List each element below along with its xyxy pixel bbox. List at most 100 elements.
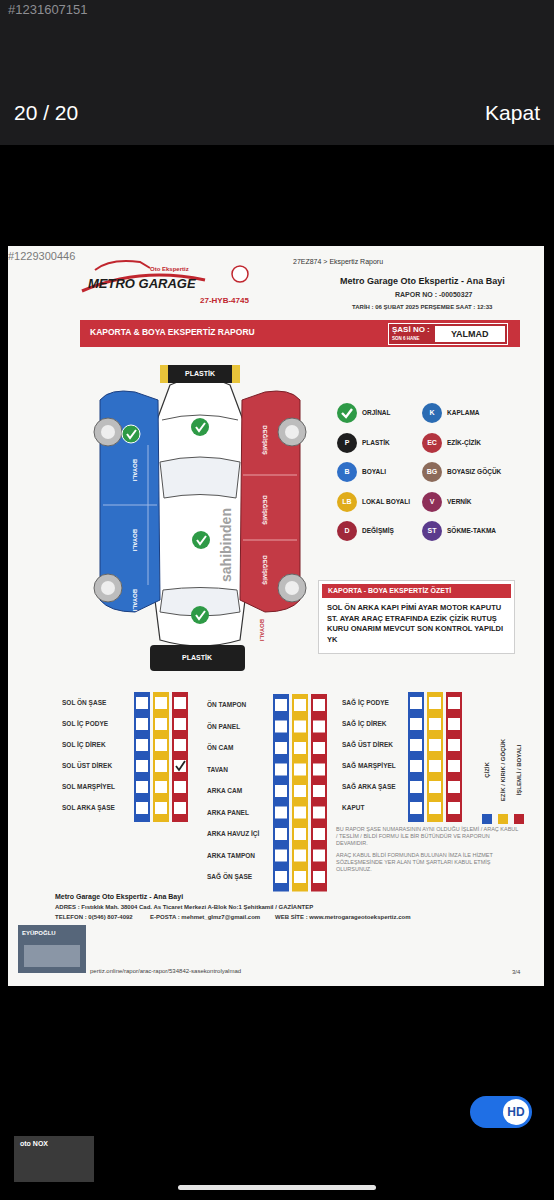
check-square	[313, 785, 325, 797]
legend-swatch: D	[337, 521, 357, 541]
status-column	[292, 694, 308, 892]
wheel	[278, 418, 306, 446]
footer-email: E-POSTA : mehmet_glmz7@gmail.com	[150, 914, 260, 921]
check-square	[155, 760, 167, 772]
legend-swatch	[514, 814, 524, 824]
check-square	[313, 742, 325, 754]
status-label: DEĞİŞMİŞ	[262, 425, 269, 454]
bumper-corner	[232, 365, 240, 383]
ok-tick	[196, 611, 205, 619]
report-note: ARAÇ KABUL BİLDİ FORMUNDA BULUNAN İMZA İ…	[336, 852, 521, 873]
car-body-top	[154, 379, 246, 647]
legend-text: ÇİZİK	[484, 762, 491, 778]
part-row-label: ÖN PANEL	[207, 723, 240, 730]
part-row-label: SOL MARŞPİYEL	[62, 783, 115, 790]
check-square	[410, 697, 422, 709]
check-square	[294, 828, 306, 840]
wheel	[94, 418, 122, 446]
check-square	[313, 850, 325, 862]
status-column	[172, 692, 188, 822]
check-square	[136, 718, 148, 730]
legend-swatch: V	[422, 492, 442, 512]
legend-text: BOYASIZ GÖÇÜK	[447, 468, 501, 475]
title-band	[80, 320, 520, 347]
legend-text: İŞLEMLİ / BOYALI	[516, 745, 523, 796]
door-line	[243, 540, 297, 541]
check-square	[410, 802, 422, 814]
check-square	[294, 721, 306, 733]
check-square	[136, 739, 148, 751]
check-square	[448, 802, 460, 814]
legend-swatch	[498, 814, 508, 824]
status-label: BOYALI	[259, 619, 266, 641]
check-square	[294, 742, 306, 754]
check-square	[155, 739, 167, 751]
check-square	[410, 760, 422, 772]
tse-badge	[232, 266, 248, 282]
legend-swatch: LB	[337, 492, 357, 512]
logo-swoosh	[82, 275, 205, 291]
legend-swatch: B	[337, 462, 357, 482]
check-square	[294, 871, 306, 883]
legend-text: EZİK / KIRIK / GÖÇÜK	[500, 739, 507, 801]
check-tick	[342, 409, 352, 417]
legend-text: EZİK-ÇİZİK	[447, 439, 481, 446]
part-row-label: ÖN TAMPON	[207, 701, 246, 708]
check-square	[313, 828, 325, 840]
check-square	[155, 781, 167, 793]
check-square	[294, 807, 306, 819]
chassis-sublabel: SON 6 HANE	[392, 336, 420, 341]
check-square	[429, 697, 441, 709]
part-row-label: TAVAN	[207, 766, 228, 773]
paper-sheet	[8, 246, 544, 986]
ok-tick	[127, 430, 136, 438]
check-square	[313, 871, 325, 883]
legend-swatch	[337, 403, 357, 423]
check-square	[155, 697, 167, 709]
part-row-label: ARKA CAM	[207, 787, 242, 794]
part-row-label: SOL ÜST DİREK	[62, 762, 112, 769]
status-column	[134, 692, 150, 822]
close-link: Kapat	[485, 101, 540, 125]
wheel-hub	[101, 425, 115, 439]
check-square	[136, 781, 148, 793]
legend-letter: LB	[342, 497, 351, 505]
ok-tick	[196, 423, 205, 431]
status-label: DEĞİŞMİŞ	[262, 495, 269, 524]
check-square	[155, 802, 167, 814]
check-square	[275, 850, 287, 862]
top-bar	[0, 0, 554, 145]
status-label: BOYALI	[132, 529, 139, 551]
legend-text: KAPLAMA	[447, 409, 480, 416]
legend-swatch: P	[337, 433, 357, 453]
home-indicator	[178, 1185, 376, 1190]
check-square	[313, 764, 325, 776]
dealer-logo	[18, 925, 86, 973]
logo-subtitle: Oto Ekspertiz	[150, 266, 189, 273]
check-square	[136, 760, 148, 772]
status-column	[427, 692, 443, 822]
check-square	[313, 721, 325, 733]
legend-swatch: ST	[422, 521, 442, 541]
part-row-label: SAĞ MARŞPİYEL	[342, 762, 396, 769]
check-square	[294, 785, 306, 797]
hd-label: HD	[503, 1099, 529, 1125]
part-row-label: ARKA HAVUZ İÇİ	[207, 830, 259, 837]
check-square	[294, 764, 306, 776]
listing-id: #1229300446	[8, 250, 75, 263]
summary-text: SOL ÖN ARKA KAPI PİMİ AYAR MOTOR KAPUTU …	[319, 598, 514, 645]
license-number: 27-HYB-4745	[200, 296, 249, 305]
footer-web: WEB SİTE : www.metrogarageotoekspertiz.c…	[275, 914, 410, 921]
chassis-value: YALMAD	[451, 329, 489, 339]
footer-address: ADRES : Fıstıklık Mah. 38004 Cad. As Tic…	[55, 904, 313, 911]
ok-mark	[192, 531, 210, 549]
logo-car	[95, 261, 150, 270]
check-square	[410, 739, 422, 751]
door-line	[243, 475, 297, 476]
check-square	[448, 760, 460, 772]
check-square	[429, 739, 441, 751]
check-square	[174, 718, 186, 730]
front-bumper	[160, 365, 240, 383]
legend-letter: K	[429, 409, 434, 417]
check-square	[294, 850, 306, 862]
